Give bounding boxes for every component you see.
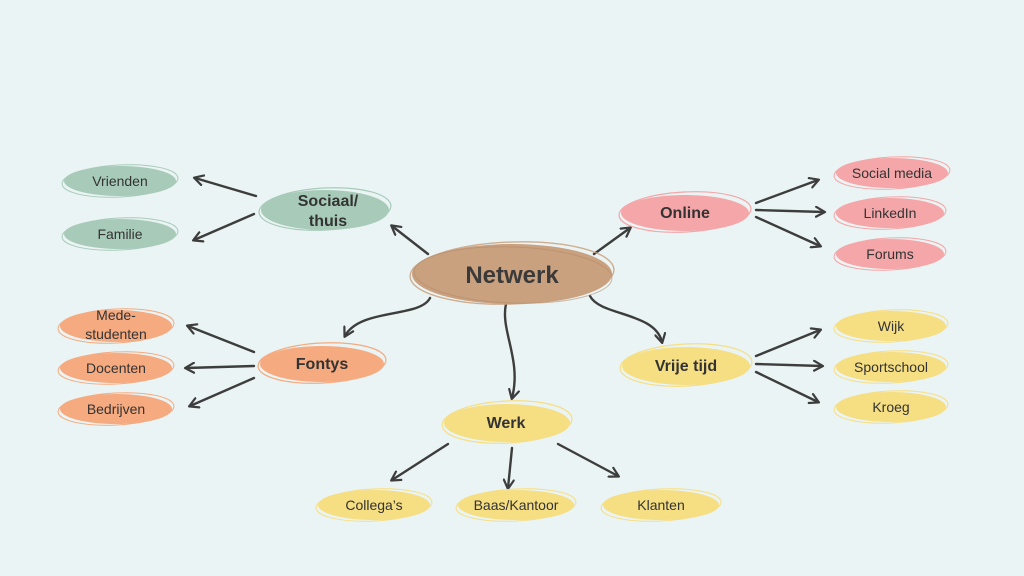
arrow-fontys-to-bedrijven — [190, 376, 256, 406]
arrow-vrije-tijd-to-kroeg — [754, 370, 818, 402]
category-vrije-tijd: Vrije tijd — [619, 343, 753, 387]
arrow-center-to-sociaal — [392, 226, 430, 256]
leaf-forums-label: Forums — [866, 246, 913, 262]
leaf-linkedin-label: LinkedIn — [864, 205, 917, 221]
category-sociaal-thuis: Sociaal/ thuis — [258, 187, 392, 231]
leaf-baas-kantoor-label: Baas/Kantoor — [474, 497, 559, 513]
arrow-werk-to-baas — [508, 446, 512, 488]
category-werk: Werk — [441, 400, 573, 444]
category-sociaal-label-line2: thuis — [309, 213, 347, 230]
arrow-sociaal-to-familie — [194, 212, 256, 240]
arrow-center-to-werk — [503, 302, 515, 398]
leaf-collegas-label: Collega’s — [345, 497, 402, 513]
category-vrije-tijd-label: Vrije tijd — [655, 358, 717, 375]
arrow-center-to-vrije-tijd — [588, 294, 662, 342]
arrow-vrije-tijd-to-sportschool — [754, 364, 822, 366]
leaf-medestudenten-label-line2: studenten — [85, 326, 147, 342]
arrow-online-to-linkedin — [754, 210, 824, 212]
arrow-fontys-to-docenten — [186, 366, 256, 368]
leaf-bedrijven: Bedrijven — [57, 392, 175, 426]
leaf-familie: Familie — [61, 217, 179, 251]
leaf-sportschool: Sportschool — [833, 350, 949, 384]
leaf-baas-kantoor: Baas/Kantoor — [455, 488, 577, 522]
leaf-collegas: Collega’s — [315, 488, 433, 522]
arrow-online-to-social-media — [754, 180, 818, 205]
arrow-vrije-tijd-to-wijk — [754, 330, 820, 358]
arrow-online-to-forums — [754, 215, 820, 246]
category-fontys: Fontys — [257, 342, 387, 384]
leaf-docenten-label: Docenten — [86, 360, 146, 376]
arrow-sociaal-to-vrienden — [195, 178, 258, 198]
center-node: Netwerk — [409, 241, 615, 305]
category-online: Online — [618, 191, 752, 233]
leaf-familie-label: Familie — [97, 226, 142, 242]
leaf-medestudenten: Mede- studenten — [57, 307, 175, 344]
center-label: Netwerk — [465, 262, 559, 289]
arrow-center-to-online — [592, 228, 630, 256]
leaf-klanten-label: Klanten — [637, 497, 684, 513]
leaf-medestudenten-label-line1: Mede- — [96, 307, 136, 323]
leaf-bedrijven-label: Bedrijven — [87, 401, 145, 417]
leaf-social-media: Social media — [833, 156, 951, 190]
leaf-social-media-label: Social media — [852, 165, 932, 181]
category-werk-label: Werk — [487, 415, 526, 432]
category-online-label: Online — [660, 205, 710, 222]
leaf-klanten: Klanten — [600, 488, 722, 522]
arrow-center-to-fontys — [345, 296, 432, 336]
leaf-wijk-label: Wijk — [878, 318, 905, 334]
arrow-fontys-to-medestudenten — [188, 326, 256, 354]
leaf-sportschool-label: Sportschool — [854, 359, 928, 375]
arrow-werk-to-collegas — [392, 442, 450, 480]
category-sociaal-label-line1: Sociaal/ — [298, 193, 359, 210]
leaf-vrienden: Vrienden — [61, 164, 179, 198]
leaf-forums: Forums — [833, 237, 947, 271]
leaf-kroeg-label: Kroeg — [872, 399, 909, 415]
leaf-vrienden-label: Vrienden — [92, 173, 148, 189]
leaf-linkedin: LinkedIn — [833, 196, 947, 230]
arrow-werk-to-klanten — [556, 442, 618, 476]
leaf-wijk: Wijk — [833, 309, 949, 343]
leaf-kroeg: Kroeg — [833, 390, 949, 424]
leaf-docenten: Docenten — [57, 351, 175, 385]
category-fontys-label: Fontys — [296, 356, 349, 373]
arrows — [186, 178, 824, 488]
